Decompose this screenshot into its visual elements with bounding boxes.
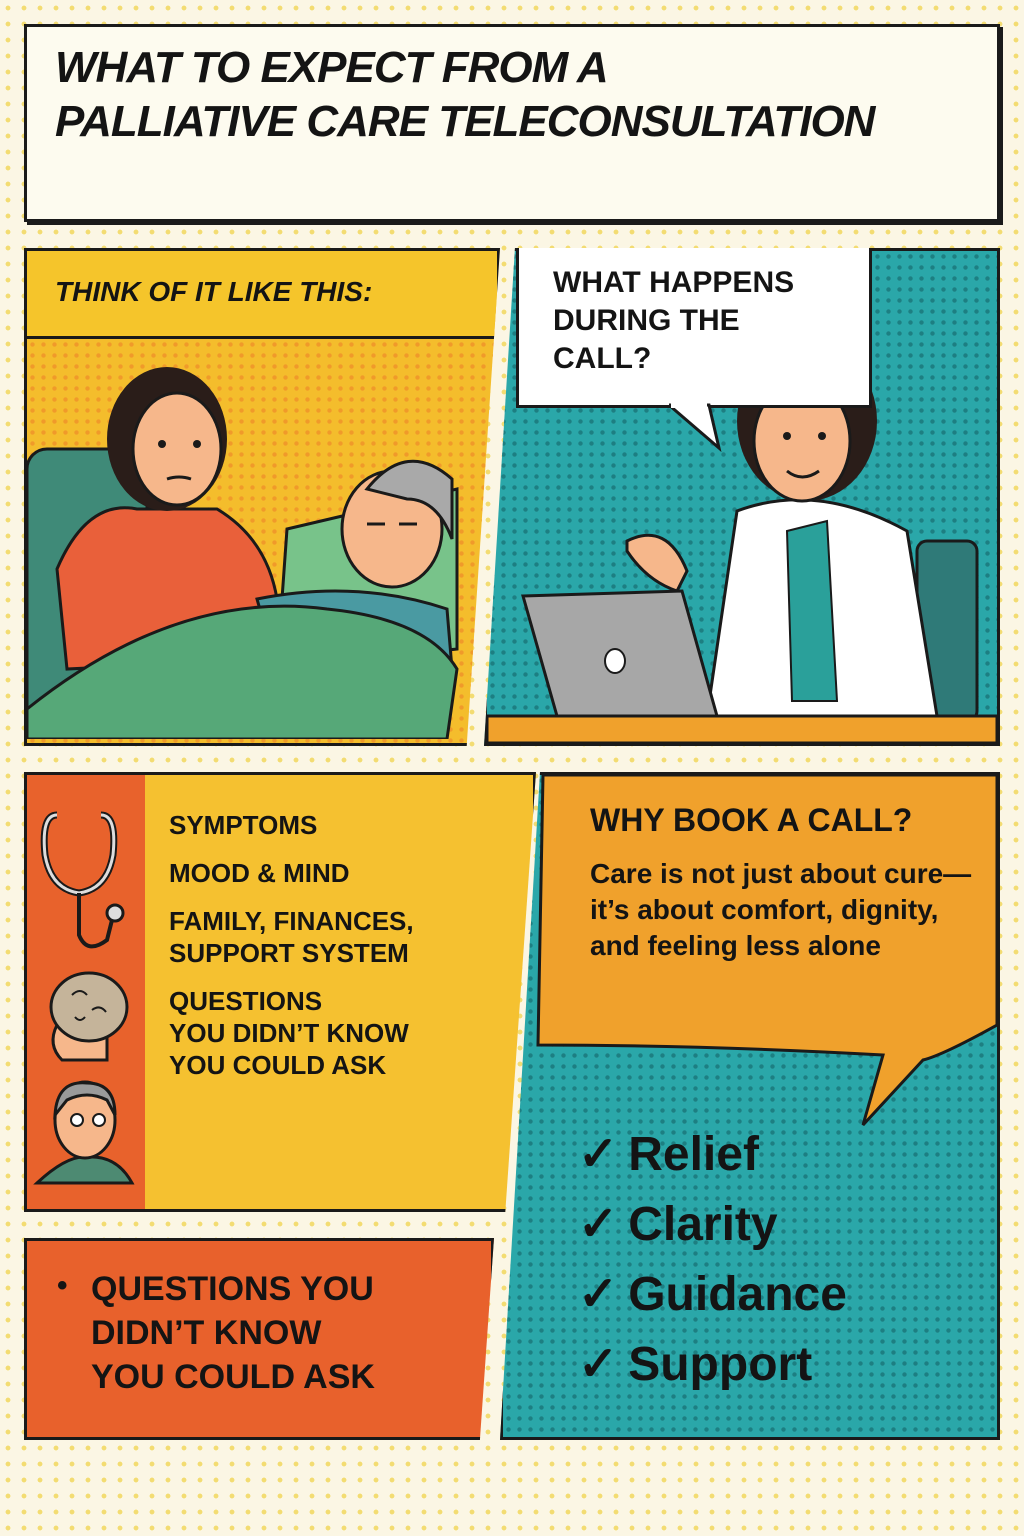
panel-topics: SYMPTOMS MOOD & MIND FAMILY, FINANCES, S…: [24, 772, 536, 1212]
bubble-tail: [669, 403, 722, 453]
bullet-icon: •: [57, 1269, 68, 1302]
checklist-item: ✓Relief: [578, 1126, 978, 1184]
panel-think-of-it: THINK OF IT LIKE THIS:: [24, 248, 500, 746]
topic-list: SYMPTOMS MOOD & MIND FAMILY, FINANCES, S…: [169, 809, 489, 1081]
panel-questions: • QUESTIONS YOU DIDN’T KNOW YOU COULD AS…: [24, 1238, 494, 1440]
elderly-man-icon: [33, 1080, 135, 1185]
topic-mood-mind: MOOD & MIND: [169, 858, 350, 888]
bubble-text: WHAT HAPPENS DURING THE CALL?: [553, 266, 795, 375]
checklist-label: Guidance: [628, 1268, 847, 1321]
brain-head-icon: [49, 971, 129, 1062]
checklist-item: ✓Guidance: [578, 1266, 978, 1324]
panel-heading-band: THINK OF IT LIKE THIS:: [27, 251, 497, 339]
checklist-label: Relief: [628, 1128, 759, 1181]
check-icon: ✓: [578, 1128, 619, 1181]
panel-heading: THINK OF IT LIKE THIS:: [55, 276, 373, 307]
speech-bubble-why: [536, 775, 997, 1127]
caregiver-patient-illustration: [27, 367, 459, 739]
title-line-2: PALLIATIVE CARE TELECONSULTATION: [55, 97, 875, 146]
speech-bubble-question: WHAT HAPPENS DURING THE CALL?: [516, 248, 872, 453]
doctor-laptop-illustration: [487, 341, 997, 743]
page-title: WHAT TO EXPECT FROM A PALLIATIVE CARE TEL…: [55, 41, 975, 149]
checklist-item: ✓Clarity: [578, 1196, 978, 1254]
title-banner: WHAT TO EXPECT FROM A PALLIATIVE CARE TEL…: [24, 24, 1000, 222]
icon-column: [27, 775, 145, 1209]
title-line-1: WHAT TO EXPECT FROM A: [55, 43, 609, 92]
topic-questions: QUESTIONS YOU DIDN’T KNOW YOU COULD ASK: [169, 986, 409, 1080]
check-icon: ✓: [578, 1338, 619, 1391]
checklist-label: Support: [628, 1338, 813, 1391]
stethoscope-icon: [40, 811, 125, 949]
checklist-item: ✓Support: [578, 1336, 978, 1394]
checklist-label: Clarity: [628, 1198, 778, 1251]
why-body: Care is not just about cure—it’s about c…: [590, 858, 972, 961]
check-icon: ✓: [578, 1198, 619, 1251]
panel-why-book: [500, 772, 1000, 1440]
topic-family-finances: FAMILY, FINANCES, SUPPORT SYSTEM: [169, 906, 414, 968]
topic-symptoms: SYMPTOMS: [169, 810, 318, 840]
questions-text: QUESTIONS YOU DIDN’T KNOW YOU COULD ASK: [91, 1270, 375, 1396]
why-title: WHY BOOK A CALL?: [590, 802, 913, 838]
check-icon: ✓: [578, 1268, 619, 1321]
